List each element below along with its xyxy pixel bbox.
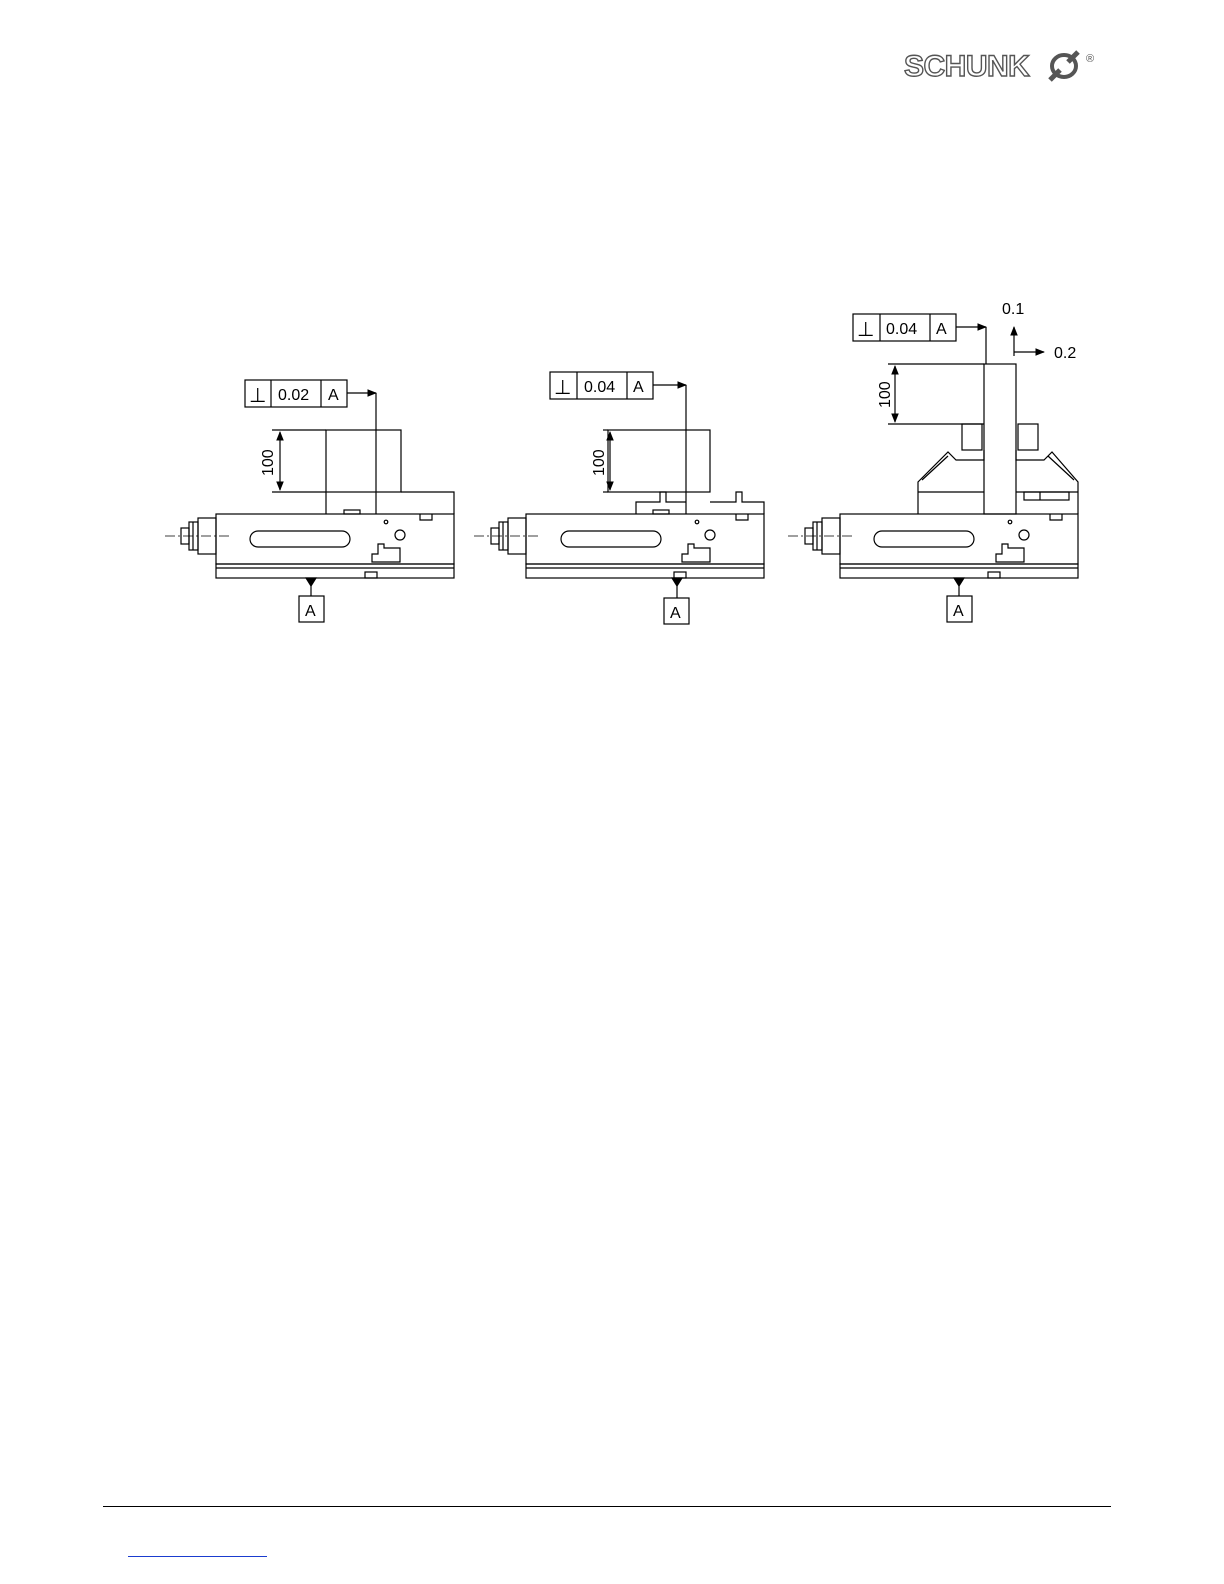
datum-label: A: [305, 603, 316, 620]
datum-reference: A: [936, 321, 947, 338]
height-dimension: 100: [877, 381, 894, 408]
footer-divider: [103, 1506, 1111, 1507]
tolerance-frame-1: ⊥ 0.02 A: [245, 380, 376, 407]
tolerance-frame-3: ⊥ 0.04 A: [853, 314, 986, 341]
view-1: ⊥ 0.02 A 100 A: [165, 380, 454, 622]
tolerance-value: 0.02: [278, 387, 309, 404]
view-3: ⊥ 0.04 A 0.1 0.2 100: [788, 301, 1078, 622]
tolerance-frame-2: ⊥ 0.04 A: [550, 372, 686, 399]
tolerance-value: 0.04: [886, 321, 917, 338]
height-dimension: 100: [591, 449, 608, 476]
deviation-vertical: 0.1: [1002, 301, 1024, 318]
height-dimension: 100: [260, 449, 277, 476]
datum-label: A: [953, 603, 964, 620]
tolerance-value: 0.04: [584, 379, 615, 396]
vise-drawing: ⊥ 0.02 A 100 A: [0, 0, 1224, 700]
perpendicularity-symbol: ⊥: [249, 385, 266, 407]
perpendicularity-symbol: ⊥: [554, 377, 571, 399]
view-2: ⊥ 0.04 A 100 A: [474, 372, 764, 624]
deviation-horizontal: 0.2: [1054, 345, 1076, 362]
footer-link-underline[interactable]: [128, 1556, 267, 1557]
datum-reference: A: [633, 379, 644, 396]
datum-reference: A: [328, 387, 339, 404]
datum-label: A: [670, 605, 681, 622]
perpendicularity-symbol: ⊥: [857, 319, 874, 341]
